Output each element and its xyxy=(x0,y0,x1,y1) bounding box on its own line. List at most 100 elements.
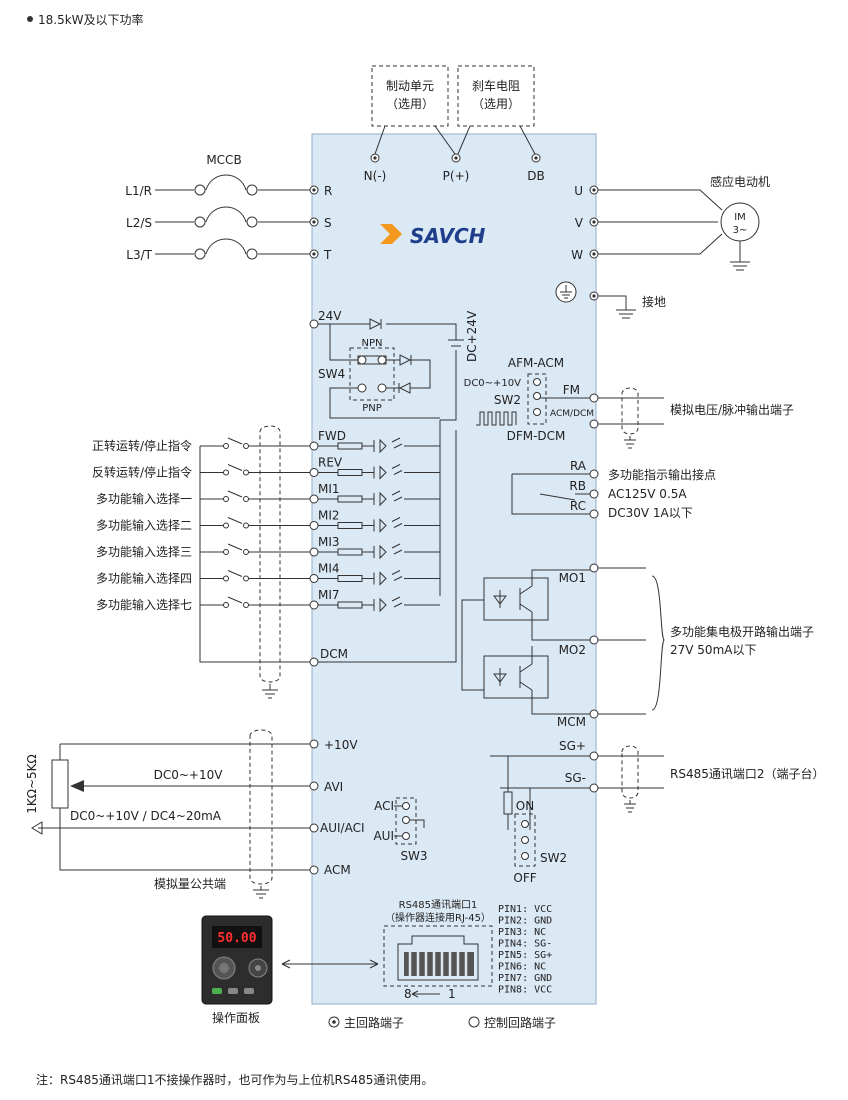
avi-range-label: DC0~+10V xyxy=(154,768,224,782)
terminal-t: T xyxy=(323,248,332,262)
optocoupler-icon xyxy=(318,570,440,586)
oc-desc1: 多功能集电极开路输出端子 xyxy=(670,624,814,639)
sgp-label: SG+ xyxy=(559,739,586,753)
digital-input-terminal: FWD xyxy=(318,429,346,443)
motor-line1: IM xyxy=(734,212,746,223)
digital-input-row: 反转运转/停止指令 REV xyxy=(92,456,440,480)
rs485-2-desc: RS485通讯端口2（端子台） xyxy=(670,766,825,781)
optocoupler-icon xyxy=(318,464,440,480)
terminal-r: R xyxy=(324,184,332,198)
dfm-dcm-label: DFM-DCM xyxy=(507,429,566,443)
keypad-display: 50.00 xyxy=(217,931,256,946)
digital-input-desc: 多功能输入选择三 xyxy=(96,544,192,559)
v24-label: 24V xyxy=(318,309,342,323)
keypad-func-button[interactable] xyxy=(244,988,254,994)
rs485-pin: PIN3: NC xyxy=(498,927,546,938)
rs485-pin: PIN7: GND xyxy=(498,973,552,984)
sw4-label: SW4 xyxy=(318,367,345,381)
input-l3-label: L3/T xyxy=(126,248,152,262)
brake-resistor-line2: （选用） xyxy=(472,97,520,111)
terminal-icon xyxy=(309,494,319,504)
motor-line2: 3~ xyxy=(733,225,748,236)
digital-input-row: 多功能输入选择一 MI1 xyxy=(96,482,440,507)
relay-contact-icon xyxy=(511,473,590,515)
keypad-panel[interactable]: 50.00 xyxy=(201,915,273,1005)
sw4-box xyxy=(349,347,395,401)
potentiometer-icon xyxy=(51,759,69,809)
brake-resistor-line1: 刹车电阻 xyxy=(472,78,520,93)
input-shield-icon xyxy=(259,425,281,683)
legend-main: 主回路端子 xyxy=(344,1015,404,1030)
brand-name: SAVCH xyxy=(410,224,486,248)
inverter-panel xyxy=(311,133,597,1005)
bullet-icon xyxy=(27,16,33,22)
digital-input-desc: 多功能输入选择二 xyxy=(96,518,192,533)
relay-desc3: DC30V 1A以下 xyxy=(608,506,693,520)
fm-label: FM xyxy=(563,383,580,397)
digital-input-row: 多功能输入选择三 MI3 xyxy=(96,535,440,560)
rc-label: RC xyxy=(570,499,586,513)
sw3-box xyxy=(395,797,417,845)
page-title: 18.5kW及以下功率 xyxy=(38,12,144,27)
rs485-pin: PIN2: GND xyxy=(498,916,552,927)
legend-control: 控制回路端子 xyxy=(484,1015,556,1030)
input-arrow-icon xyxy=(31,821,43,835)
ground-label: 接地 xyxy=(642,294,666,309)
relay-desc2: AC125V 0.5A xyxy=(608,487,687,501)
pot-range-label: 1KΩ~5KΩ xyxy=(25,754,39,813)
pulse-icon xyxy=(476,411,517,426)
brand-chevron-icon xyxy=(380,224,402,244)
rs485-pin: PIN8: VCC xyxy=(498,985,552,996)
terminal-icon xyxy=(309,574,319,583)
keypad-stop-button[interactable] xyxy=(228,988,238,994)
db-label: DB xyxy=(527,169,544,183)
ra-label: RA xyxy=(570,459,587,473)
avi-label: AVI xyxy=(324,780,343,794)
rs485-1-title2: （操作器连接用RJ-45） xyxy=(385,911,491,924)
digital-input-terminal: MI7 xyxy=(318,588,340,602)
sgm-label: SG- xyxy=(565,771,586,785)
digital-input-terminal: MI1 xyxy=(318,482,340,496)
savch-logo: SAVCH xyxy=(380,224,486,248)
brake-resistor-box xyxy=(457,65,535,127)
terminal-icon xyxy=(309,600,319,610)
keypad-run-button[interactable] xyxy=(212,988,222,994)
digital-input-desc: 多功能输入选择一 xyxy=(96,491,192,506)
rj45-pin-right: 1 xyxy=(448,987,456,1001)
digital-input-terminal: MI3 xyxy=(318,535,340,549)
control-terminal-icon xyxy=(468,1016,480,1028)
terminal-w: W xyxy=(571,248,583,262)
rs485-off-label: OFF xyxy=(513,871,536,885)
n-label: N(-) xyxy=(364,169,387,183)
npn-label: NPN xyxy=(362,338,383,349)
analog-out-desc: 模拟电压/脉冲输出端子 xyxy=(670,402,794,417)
optocoupler-icon xyxy=(318,543,440,560)
aui-label: AUI xyxy=(373,829,394,843)
footnote: 注：RS485通讯端口1不接操作器时，也可作为与上位机RS485通讯使用。 xyxy=(36,1072,433,1087)
motor-title: 感应电动机 xyxy=(710,174,770,189)
p10v-label: +10V xyxy=(324,738,358,752)
rs485-pin: PIN1: VCC xyxy=(498,904,552,915)
rb-label: RB xyxy=(569,479,586,493)
optocoupler-icon xyxy=(318,517,440,533)
digital-input-terminal: MI2 xyxy=(318,509,340,523)
input-l1-label: L1/R xyxy=(125,184,152,198)
mccb-label: MCCB xyxy=(206,153,241,167)
digital-input-terminal: REV xyxy=(318,456,343,470)
rs485-pin: PIN5: SG+ xyxy=(498,950,552,961)
keypad-label: 操作面板 xyxy=(212,1010,260,1025)
terminal-icon xyxy=(309,547,319,557)
oc-desc2: 27V 50mA以下 xyxy=(670,643,756,657)
terminal-s: S xyxy=(324,216,332,230)
mo1-label: MO1 xyxy=(559,571,586,585)
terminal-icon xyxy=(309,468,319,477)
main-terminals-right xyxy=(589,185,599,301)
dcm-label: DCM xyxy=(320,647,348,661)
dc24-label: DC+24V xyxy=(465,310,479,362)
link-arrow-icon xyxy=(281,959,379,969)
digital-input-desc: 反转运转/停止指令 xyxy=(92,465,192,480)
sw3-label: SW3 xyxy=(400,849,427,863)
acm-dcm-label: ACM/DCM xyxy=(550,409,594,419)
